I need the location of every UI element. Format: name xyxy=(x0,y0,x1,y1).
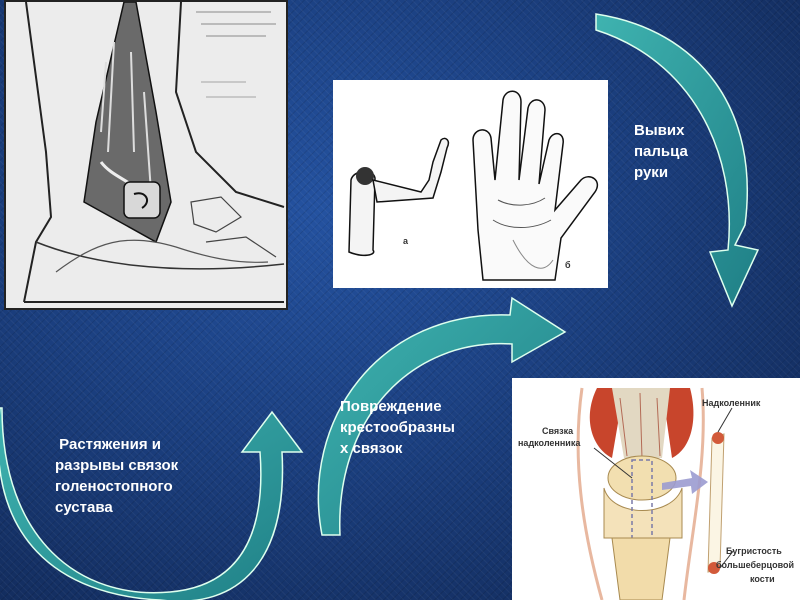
arrow-top-right xyxy=(595,13,760,308)
caption-ankle-sprain: Растяжения и разрывы связок голеностопно… xyxy=(55,434,178,518)
finger-dislocation-illustration: а б xyxy=(333,80,608,288)
caption-finger-dislocation: Вывих пальца руки xyxy=(634,120,688,183)
finger-drawing: а б xyxy=(333,80,608,288)
caption-finger-line-3: руки xyxy=(634,164,669,181)
dislocated-finger-bones: а xyxy=(348,137,450,257)
caption-finger-line-1: Вывих xyxy=(634,122,685,139)
caption-cruciate-injury: Повреждение крестообразны х связок xyxy=(340,396,455,459)
label-b: б xyxy=(565,260,571,270)
caption-ankle-line-3: голеностопного xyxy=(55,478,173,495)
knee-drawing: Надколенник Связка надколенника Бугристо… xyxy=(512,378,800,600)
caption-ankle-line-4: сустава xyxy=(55,499,113,516)
ankle-drawing xyxy=(6,2,286,308)
label-tibial-tuberosity-1: Бугристость xyxy=(726,546,782,556)
caption-cruciate-line-3: х связок xyxy=(340,440,403,457)
label-tibial-tuberosity-3: кости xyxy=(750,574,775,584)
caption-ankle-line-2: разрывы связок xyxy=(55,457,179,474)
label-patellar-ligament-2: надколенника xyxy=(518,438,581,448)
caption-cruciate-line-2: крестообразны xyxy=(340,419,455,436)
arrow-middle xyxy=(317,296,567,536)
label-patellar-ligament-1: Связка xyxy=(542,426,574,436)
arrow-bottom-left xyxy=(0,407,304,600)
label-a: а xyxy=(403,236,409,246)
caption-ankle-line-1: Растяжения и xyxy=(55,436,161,453)
label-tibial-tuberosity-2: большеберцовой xyxy=(716,560,794,570)
knee-ligament-illustration: Надколенник Связка надколенника Бугристо… xyxy=(512,378,800,600)
hand-palm: б xyxy=(472,90,599,281)
ankle-ligament-illustration xyxy=(4,0,288,310)
label-kneecap: Надколенник xyxy=(702,398,761,408)
caption-finger-line-2: пальца xyxy=(634,143,688,160)
caption-cruciate-line-1: Повреждение xyxy=(340,398,442,415)
